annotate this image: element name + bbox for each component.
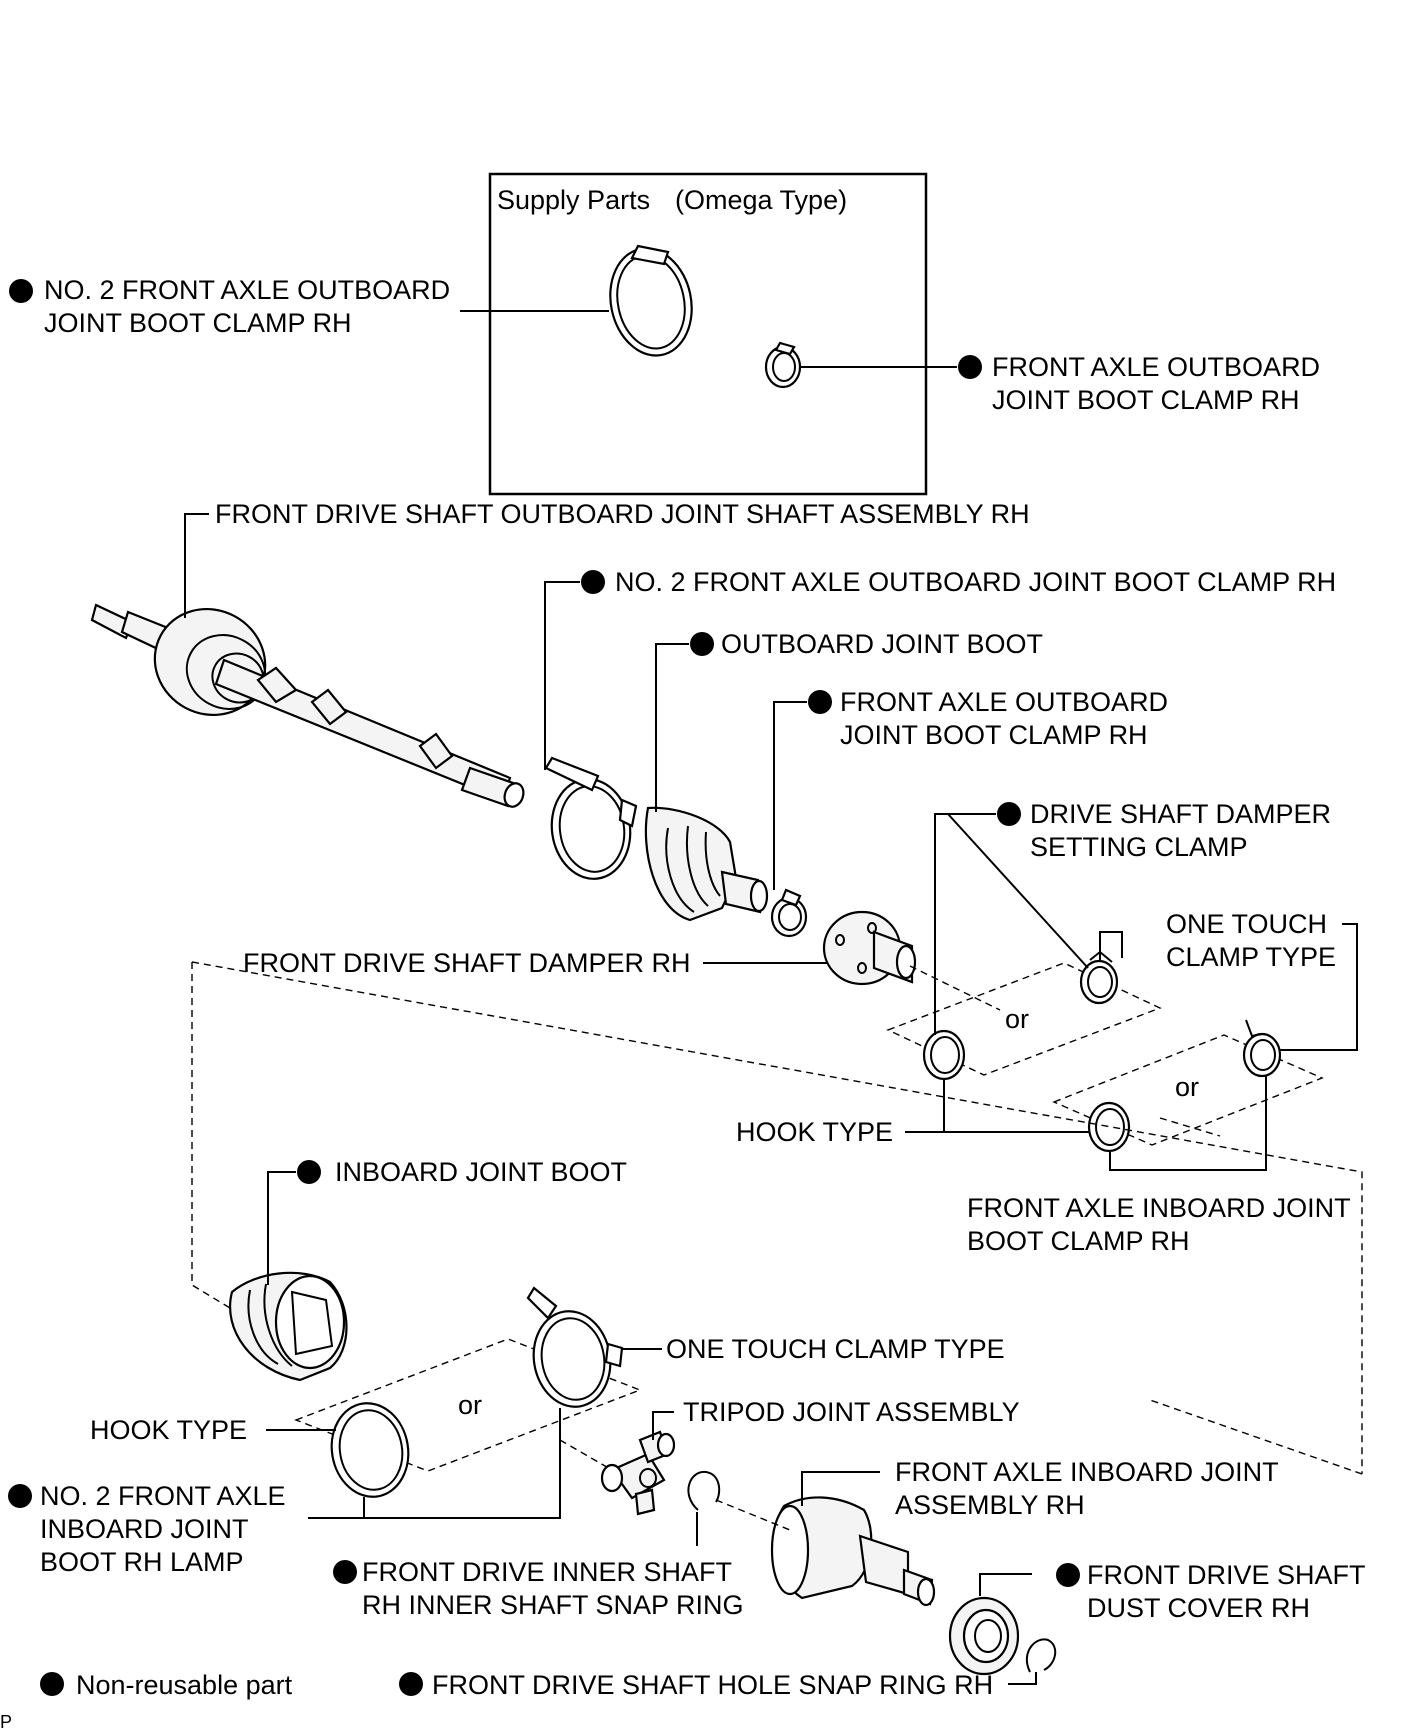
svg-text:FRONT DRIVE SHAFT: FRONT DRIVE SHAFT <box>1087 1560 1366 1590</box>
supply-outboard-clamp-drawing <box>764 341 802 389</box>
svg-text:BOOT RH LAMP: BOOT RH LAMP <box>40 1547 244 1577</box>
svg-text:FRONT DRIVE SHAFT HOLE SNAP RI: FRONT DRIVE SHAFT HOLE SNAP RING RH <box>432 1670 993 1700</box>
svg-text:FRONT DRIVE INNER SHAFT: FRONT DRIVE INNER SHAFT <box>362 1557 732 1587</box>
svg-text:JOINT BOOT CLAMP RH: JOINT BOOT CLAMP RH <box>992 385 1300 415</box>
non-reusable-dot-icon <box>40 1672 64 1696</box>
svg-text:ONE TOUCH: ONE TOUCH <box>1166 909 1327 939</box>
label-inner-shaft-snap-ring: FRONT DRIVE INNER SHAFT RH INNER SHAFT S… <box>333 1512 744 1620</box>
svg-text:ONE TOUCH CLAMP TYPE: ONE TOUCH CLAMP TYPE <box>666 1334 1005 1364</box>
svg-text:JOINT BOOT CLAMP RH: JOINT BOOT CLAMP RH <box>44 308 352 338</box>
legend: Non-reusable part <box>40 1670 293 1700</box>
supply-parts-box: Supply Parts (Omega Type) <box>488 172 928 496</box>
svg-text:FRONT AXLE INBOARD JOINT: FRONT AXLE INBOARD JOINT <box>967 1193 1351 1223</box>
label-one-touch-clamp-type-lower: ONE TOUCH CLAMP TYPE <box>621 1334 1005 1364</box>
label-one-touch-clamp-type-right: ONE TOUCH CLAMP TYPE <box>1099 909 1358 1051</box>
svg-text:DUST COVER RH: DUST COVER RH <box>1087 1593 1310 1623</box>
svg-text:FRONT AXLE OUTBOARD: FRONT AXLE OUTBOARD <box>840 687 1168 717</box>
axis-dash-2 <box>715 1499 791 1531</box>
inboard-joint-assembly-drawing <box>770 1496 936 1607</box>
axis-dash-1 <box>559 1439 613 1471</box>
legend-non-reusable: Non-reusable part <box>76 1670 293 1700</box>
inboard-joint-boot-drawing <box>229 1271 348 1382</box>
svg-text:NO. 2 FRONT AXLE: NO. 2 FRONT AXLE <box>40 1481 286 1511</box>
front-drive-shaft-damper-drawing <box>822 910 917 986</box>
svg-text:INBOARD JOINT: INBOARD JOINT <box>40 1514 249 1544</box>
label-no2-outboard-clamp: NO. 2 FRONT AXLE OUTBOARD JOINT BOOT CLA… <box>544 567 1336 770</box>
axis-dash-4 <box>1159 1117 1221 1137</box>
label-front-drive-shaft-damper: FRONT DRIVE SHAFT DAMPER RH <box>243 948 828 978</box>
svg-text:ASSEMBLY RH: ASSEMBLY RH <box>895 1490 1085 1520</box>
svg-text:CLAMP TYPE: CLAMP TYPE <box>1166 942 1336 972</box>
hole-snap-ring-drawing <box>1025 1638 1057 1673</box>
upper-or-groups: or or <box>886 950 1324 1153</box>
assembly-guide-dashes <box>191 961 1363 1475</box>
svg-text:FRONT AXLE INBOARD JOINT: FRONT AXLE INBOARD JOINT <box>895 1457 1279 1487</box>
label-outboard-joint-shaft: FRONT DRIVE SHAFT OUTBOARD JOINT SHAFT A… <box>184 499 1030 618</box>
supply-parts-subtitle: (Omega Type) <box>675 185 847 215</box>
supply-no2-outboard-clamp-drawing <box>609 244 693 357</box>
label-inboard-joint-assembly: FRONT AXLE INBOARD JOINT ASSEMBLY RH <box>801 1457 1279 1520</box>
svg-text:NO. 2 FRONT AXLE OUTBOARD JOIN: NO. 2 FRONT AXLE OUTBOARD JOINT BOOT CLA… <box>615 567 1336 597</box>
svg-text:INBOARD JOINT BOOT: INBOARD JOINT BOOT <box>335 1157 627 1187</box>
svg-text:RH INNER SHAFT SNAP RING: RH INNER SHAFT SNAP RING <box>362 1590 744 1620</box>
no2-outboard-clamp-drawing <box>544 756 638 880</box>
svg-text:FRONT DRIVE SHAFT DAMPER RH: FRONT DRIVE SHAFT DAMPER RH <box>243 948 691 978</box>
label-inboard-clamp: FRONT AXLE INBOARD JOINT BOOT CLAMP RH <box>967 1076 1351 1256</box>
label-dust-cover: FRONT DRIVE SHAFT DUST COVER RH <box>979 1560 1366 1623</box>
outboard-joint-shaft-drawing <box>90 603 525 808</box>
label-hole-snap-ring: FRONT DRIVE SHAFT HOLE SNAP RING RH <box>399 1670 1037 1700</box>
label-outboard-clamp-box: FRONT AXLE OUTBOARD JOINT BOOT CLAMP RH <box>801 352 1320 415</box>
svg-text:HOOK TYPE: HOOK TYPE <box>736 1117 893 1147</box>
label-outboard-clamp: FRONT AXLE OUTBOARD JOINT BOOT CLAMP RH <box>773 687 1168 890</box>
svg-text:FRONT AXLE OUTBOARD: FRONT AXLE OUTBOARD <box>992 352 1320 382</box>
label-damper-setting-clamp: DRIVE SHAFT DAMPER SETTING CLAMP <box>934 799 1331 1035</box>
outboard-clamp-drawing <box>770 888 808 938</box>
inner-shaft-snap-ring-drawing <box>687 1470 721 1511</box>
label-outboard-joint-boot: OUTBOARD JOINT BOOT <box>655 629 1043 812</box>
label-hook-type-lower: HOOK TYPE <box>90 1415 336 1445</box>
svg-text:NO. 2 FRONT AXLE OUTBOARD: NO. 2 FRONT AXLE OUTBOARD <box>44 275 450 305</box>
label-hook-type-upper: HOOK TYPE <box>736 1079 1090 1147</box>
svg-text:BOOT CLAMP RH: BOOT CLAMP RH <box>967 1226 1190 1256</box>
supply-parts-title: Supply Parts <box>497 185 650 215</box>
outboard-joint-boot-drawing <box>644 806 769 922</box>
lower-or-group: or <box>294 1286 642 1498</box>
svg-text:OUTBOARD JOINT BOOT: OUTBOARD JOINT BOOT <box>721 629 1043 659</box>
axis-dash-3 <box>909 965 1001 1011</box>
svg-text:TRIPOD JOINT ASSEMBLY: TRIPOD JOINT ASSEMBLY <box>683 1397 1020 1427</box>
svg-text:SETTING CLAMP: SETTING CLAMP <box>1030 832 1248 862</box>
svg-text:DRIVE SHAFT DAMPER: DRIVE SHAFT DAMPER <box>1030 799 1331 829</box>
tripod-joint-drawing <box>600 1430 676 1516</box>
corner-code: P <box>0 1712 12 1732</box>
label-tripod-joint: TRIPOD JOINT ASSEMBLY <box>652 1397 1020 1440</box>
or-upper-right: or <box>1175 1072 1199 1102</box>
label-inboard-joint-boot: INBOARD JOINT BOOT <box>267 1157 627 1285</box>
or-lower: or <box>458 1390 482 1420</box>
svg-text:HOOK TYPE: HOOK TYPE <box>90 1415 247 1445</box>
dust-cover-drawing <box>948 1596 1020 1676</box>
label-no2-inboard-clamp: NO. 2 FRONT AXLE INBOARD JOINT BOOT RH L… <box>8 1408 561 1577</box>
or-upper-left: or <box>1005 1004 1029 1034</box>
svg-text:JOINT BOOT CLAMP RH: JOINT BOOT CLAMP RH <box>840 720 1148 750</box>
label-no2-outboard-clamp-box: NO. 2 FRONT AXLE OUTBOARD JOINT BOOT CLA… <box>9 275 609 338</box>
svg-text:FRONT DRIVE SHAFT OUTBOARD JOI: FRONT DRIVE SHAFT OUTBOARD JOINT SHAFT A… <box>215 499 1030 529</box>
